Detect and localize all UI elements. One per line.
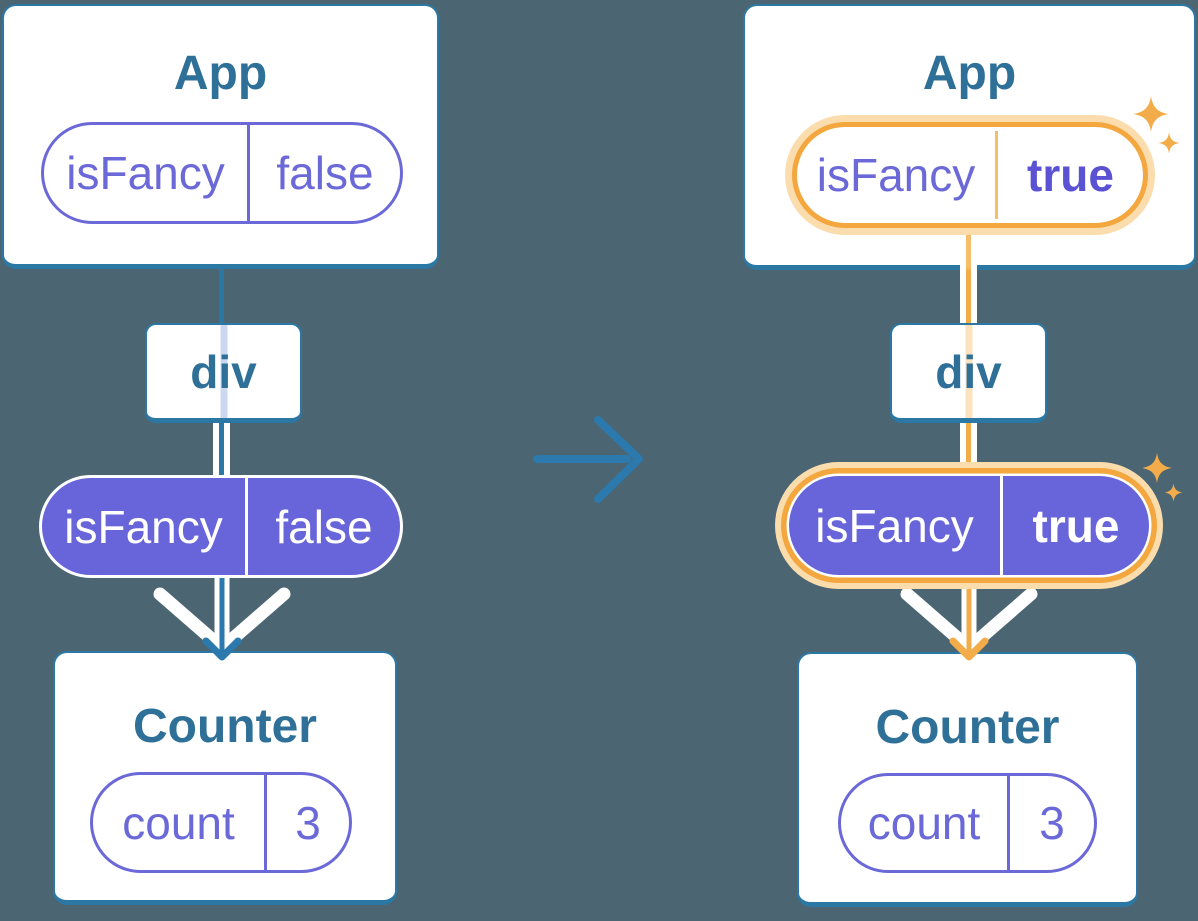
pill-value: 3 [295, 796, 321, 849]
pill-key: isFancy [66, 147, 225, 199]
before-props-flow-arrow-icon [153, 568, 291, 661]
sparkle-icon [1164, 483, 1183, 502]
pill-value: false [275, 500, 373, 553]
after-counter-title: Counter [875, 701, 1060, 754]
before-div-label: div [190, 345, 257, 398]
transition-arrowhead [594, 416, 643, 503]
before-app-title: App [173, 47, 268, 100]
before-pipe-core [219, 420, 224, 480]
pill-key: isFancy [816, 149, 976, 201]
pill-value: 3 [1039, 797, 1065, 849]
before-div-card: div [145, 323, 302, 423]
after-passed-prop-pill: isFancy true [789, 476, 1149, 575]
after-props-flow-arrow-icon [900, 568, 1038, 661]
after-div-label: div [935, 345, 1002, 398]
before-app-div-connector [219, 266, 224, 326]
before-passed-prop-pill: isFancy false [39, 475, 403, 578]
pill-divider [1007, 776, 1010, 870]
pill-divider [264, 775, 267, 870]
pill-key: count [122, 796, 235, 849]
pill-divider [1000, 476, 1003, 575]
after-pipe-core [966, 225, 971, 323]
pill-key: isFancy [64, 500, 223, 553]
pill-value: true [1027, 149, 1114, 201]
pill-key: isFancy [815, 499, 974, 552]
before-div-flow-stripe [220, 325, 227, 418]
sparkle-icon [1158, 132, 1180, 154]
before-count-state-pill: count 3 [90, 772, 352, 873]
after-app-div-pipe [960, 225, 977, 323]
pill-value: false [276, 147, 374, 199]
pill-divider [995, 131, 998, 219]
after-pipe-core [966, 420, 971, 480]
pill-divider [245, 478, 248, 575]
before-div-pill-pipe [213, 420, 230, 480]
after-count-state-pill: count 3 [838, 773, 1097, 873]
sparkle-icon [1132, 95, 1170, 133]
pill-divider [247, 125, 250, 221]
sparkle-icon [1141, 452, 1173, 484]
arrowhead-icon [949, 637, 989, 661]
pill-value: true [1032, 499, 1120, 552]
after-app-state-pill: isFancy true [792, 122, 1148, 228]
before-counter-title: Counter [133, 700, 317, 753]
pill-key: count [867, 797, 981, 849]
transition-arrow-icon [533, 416, 643, 503]
before-app-state-pill: isFancy false [41, 122, 403, 224]
arrowhead-icon [202, 637, 242, 661]
after-div-pill-pipe [960, 420, 977, 480]
after-app-title: App [922, 47, 1017, 100]
after-div-flow-stripe [965, 325, 972, 418]
after-div-card: div [890, 323, 1047, 423]
